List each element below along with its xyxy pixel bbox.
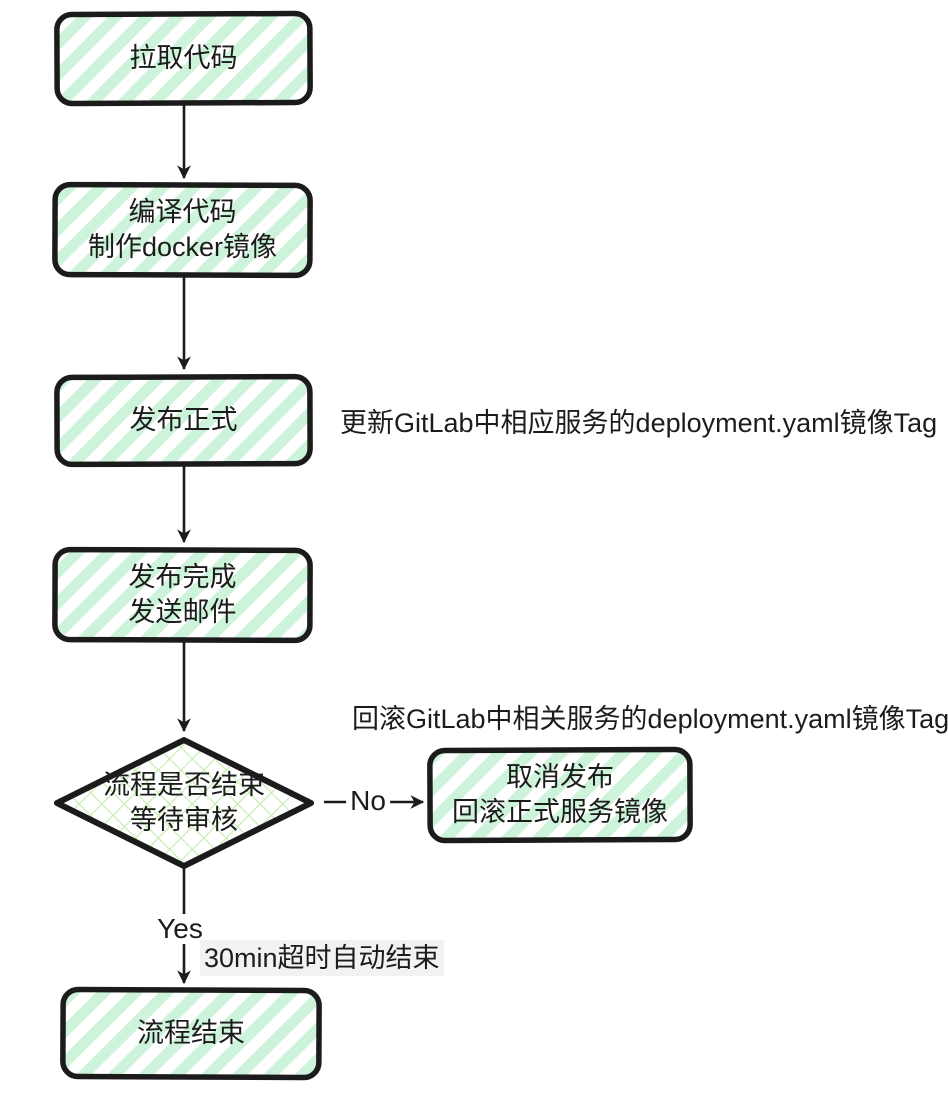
annotation-rollback-deployment-tag: 回滚GitLab中相关服务的deployment.yaml镜像Tag [352,704,948,734]
node-rollback-shape [427,746,693,844]
annotation-update-deployment-tag: 更新GitLab中相应服务的deployment.yaml镜像Tag [340,408,938,438]
node-decision-shape [54,737,314,869]
node-build-image-shape [52,181,313,279]
node-pull-code-shape [54,10,313,107]
edge-label-yes: Yes [153,914,207,944]
node-notify-done-shape [52,546,313,644]
edge-label-no: No [346,786,390,816]
node-release-prod-shape [54,373,313,468]
node-end-shape [60,986,322,1081]
annotation-timeout-auto-end: 30min超时自动结束 [200,940,444,976]
